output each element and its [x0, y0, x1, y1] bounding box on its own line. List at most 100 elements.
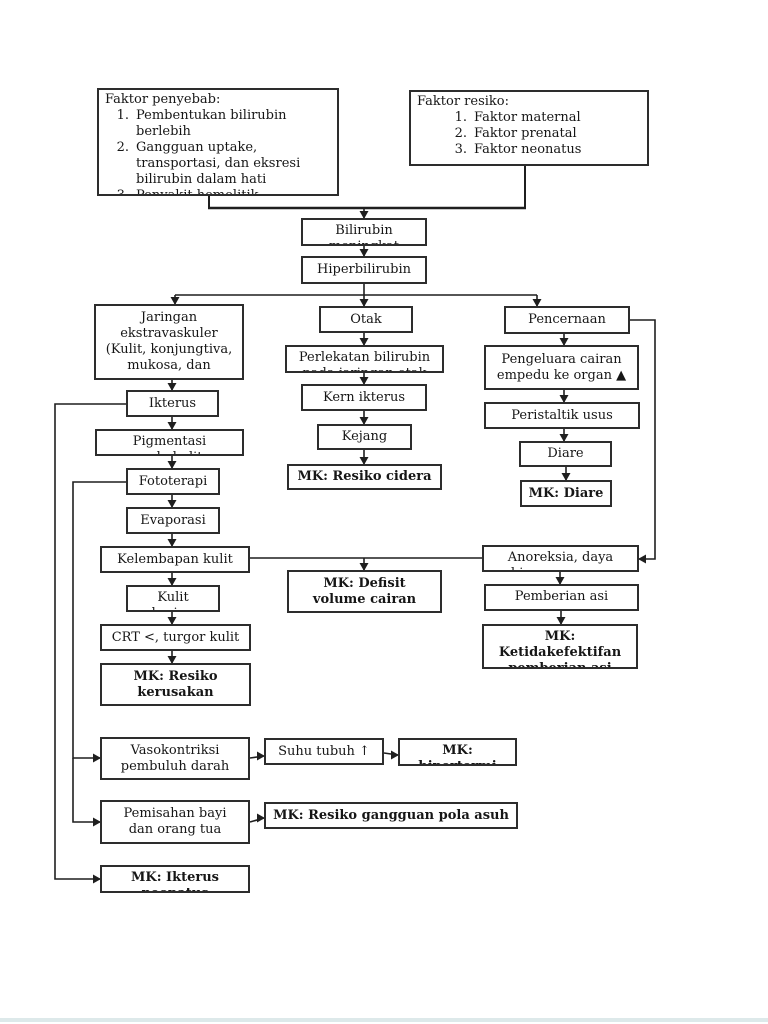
arrowhead-branch-to-pencernaan — [532, 299, 542, 307]
flow-box-kulit: Kulitkering — [126, 585, 220, 612]
box-line: Ikterus — [148, 395, 197, 411]
arrowhead-peristaltik-to-diare — [559, 434, 569, 442]
box-line-clipped: menurun — [486, 605, 637, 609]
arrowhead-pengeluaran-to-peristaltik — [559, 395, 569, 403]
box-line: Bilirubin — [335, 223, 393, 238]
flow-box-mk-diare: MK: Diare — [520, 480, 612, 507]
box-line: dan orang tua — [128, 822, 222, 837]
flow-box-crt-turgor: CRT <, turgor kulit — [100, 624, 251, 651]
arrowhead-perlekatan-to-kern — [359, 377, 369, 385]
arrowhead-ikterus-to-mk-ikterus — [93, 874, 101, 884]
arrowhead-suhu-to-mk-suhu — [391, 750, 399, 760]
box-line-clipped: pemberian asi — [508, 661, 612, 669]
box-line: CRT <, turgor kulit — [111, 629, 240, 645]
box-line: ekstravaskuler — [120, 326, 218, 341]
box-line: Fototerapi — [138, 473, 208, 489]
arrowhead-kulit-to-crt — [167, 617, 177, 625]
box-line-clipped: hipertermi — [400, 759, 515, 764]
arrowhead-fototerapi-to-pemisahan — [93, 817, 101, 827]
arrowhead-crt-to-mk-kerusakan — [167, 656, 177, 664]
box-line: Perlekatan bilirubin — [298, 350, 431, 365]
flow-box-hiperbilirubin: Hiperbilirubin — [301, 256, 427, 284]
list-item-text: Faktor neonatus — [474, 142, 582, 157]
box-line: MK: — [442, 743, 473, 758]
arrowhead-pencernaan-to-anoreksia — [638, 554, 646, 564]
list-item-number: 1. — [454, 110, 467, 125]
flow-box-faktor-penyebab: Faktor penyebab:1.Pembentukan bilirubin … — [97, 88, 339, 196]
list-item-text: Faktor maternal — [474, 110, 581, 125]
box-line: (Kulit, konjungtiva, — [105, 342, 233, 357]
box-line: Diare — [547, 446, 584, 461]
arrowhead-jaringan-to-ikterus — [167, 383, 177, 391]
box-title: Faktor resiko: — [417, 94, 509, 109]
list-item: 1. Faktor maternal — [443, 110, 641, 126]
box-line: Suhu tubuh ↑ — [278, 743, 370, 759]
connector-fototerapi-to-pemisahan — [72, 758, 100, 823]
list-item-text: Pembentukan bilirubin berlebih — [136, 108, 287, 139]
connector-ikterus-to-mk-ikterus — [54, 403, 126, 880]
box-line: Jaringan — [140, 310, 198, 325]
box-line: Ketidakefektifan — [498, 645, 622, 660]
box-line-clipped: pada kulit — [97, 450, 242, 454]
box-line: Vasokontriksi — [130, 742, 220, 758]
arrowhead-pencernaan-to-pengeluaran — [559, 338, 569, 346]
arrowhead-branch-to-jaringan — [170, 297, 180, 305]
arrowhead-ikterus-to-pigmentasi — [167, 422, 177, 430]
box-line: Pigmentasi — [132, 434, 207, 449]
box-line: Peristaltik usus — [511, 407, 613, 423]
flow-box-perlekatan-bilirubin: Perlekatan bilirubinpada jaringan otak — [285, 345, 444, 373]
flow-box-mk-resiko-gangguan-pola-asuh: MK: Resiko gangguan pola asuh — [264, 802, 518, 829]
box-line: Kelembapan kulit — [117, 551, 233, 567]
list-item: 3. Faktor neonatus — [443, 142, 641, 158]
connector-pencernaan-to-anoreksia — [630, 319, 656, 560]
box-line: MK: Resiko — [133, 668, 218, 684]
box-line: Pemisahan bayi — [123, 806, 227, 821]
box-line: Kern ikterus — [323, 389, 405, 405]
flow-box-pemberian-asi: Pemberian asimenurun — [484, 584, 639, 611]
flow-box-evaporasi: Evaporasi — [126, 507, 220, 534]
box-line: Evaporasi — [140, 512, 206, 528]
list-item-text: Gangguan uptake, transportasi, dan eksre… — [136, 140, 301, 187]
flow-box-peristaltik-usus: Peristaltik usus — [484, 402, 640, 429]
list-item-number: 1. — [116, 108, 129, 123]
box-line-clipped: kering — [128, 606, 218, 610]
arrowhead-vasokontriksi-to-suhu — [257, 751, 265, 761]
list-item-text: Penyakit hemolitik — [136, 188, 259, 196]
box-line: Pemberian asi — [514, 589, 609, 604]
box-line: MK: Diare — [528, 485, 604, 501]
flow-box-anoreksia: Anoreksia, dayahisap menurun — [482, 545, 639, 572]
flow-box-suhu-tubuh: Suhu tubuh ↑ — [264, 738, 384, 765]
box-line: empedu ke organ ▲ — [496, 367, 627, 383]
flow-box-pencernaan: Pencernaan — [504, 306, 630, 334]
box-line: pembuluh darah — [120, 758, 230, 774]
box-line: MK: Resiko gangguan pola asuh — [273, 807, 509, 823]
arrowhead-anoreksia-to-pemberian — [555, 577, 565, 585]
flow-box-pigmentasi: Pigmentasipada kulit — [95, 429, 244, 456]
connector-fototerapi-to-vasokontriksi — [72, 481, 126, 759]
arrowhead-pemisahan-to-mk-pola-asuh — [257, 813, 265, 823]
box-line: MK: — [544, 629, 576, 644]
flow-box-fototerapi: Fototerapi — [126, 468, 220, 495]
list-item-number: 3. — [116, 188, 129, 196]
box-line-clipped: neonatus — [102, 886, 248, 891]
box-line: kerusakan — [137, 684, 214, 700]
arrowhead-line-to-mk-defisit — [359, 563, 369, 571]
flow-box-mk-resiko-cidera: MK: Resiko cidera — [287, 464, 442, 490]
box-line: MK: Defisit — [323, 575, 406, 591]
arrowhead-evaporasi-to-kelembapan — [167, 539, 177, 547]
box-line: Kejang — [341, 429, 388, 444]
arrowhead-diare-to-mk-diare — [561, 473, 571, 481]
box-line: Pencernaan — [528, 312, 606, 327]
arrowhead-kern-to-kejang — [359, 417, 369, 425]
box-line: mukosa, dan — [127, 358, 211, 373]
flow-box-bilirubin: Bilirubinmeningkat — [301, 218, 427, 246]
list-item-number: 3. — [454, 142, 467, 157]
flow-box-mk-ikterus: MK: Ikterusneonatus — [100, 865, 250, 893]
